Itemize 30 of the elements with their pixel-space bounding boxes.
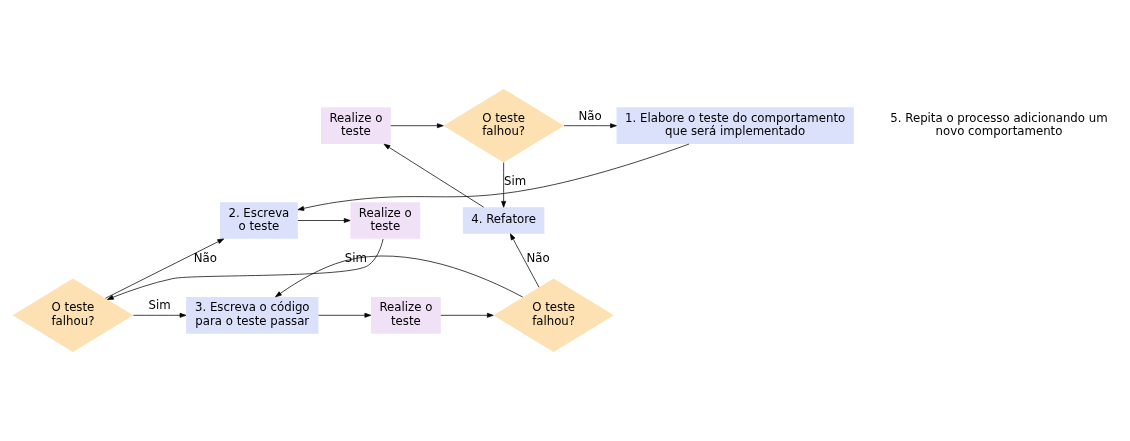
edge-label: Sim	[148, 298, 171, 313]
edge-label: Não	[526, 250, 550, 265]
node-box: 1. Elabore o teste do comportamento que será implementado	[616, 107, 854, 145]
arrow	[107, 238, 384, 300]
arrow	[563, 123, 617, 129]
arrow	[297, 143, 690, 211]
node-diamond: O teste falhou?	[493, 278, 614, 353]
arrow	[383, 143, 484, 208]
node-diamond: O teste falhou?	[443, 88, 564, 163]
arrow	[390, 123, 444, 129]
arrow	[275, 255, 524, 298]
arrow	[133, 312, 187, 318]
arrow	[501, 162, 507, 208]
arrow	[510, 233, 540, 288]
node-box: 3. Escreva o código para o teste passar	[186, 296, 319, 334]
arrow	[440, 312, 494, 318]
edge-label: Sim	[503, 174, 527, 189]
node-box: 4. Refatore	[462, 207, 545, 234]
arrow	[105, 238, 225, 299]
node-diamond: O teste falhou?	[12, 278, 134, 353]
node-box: 2. Escreva o teste	[219, 202, 298, 239]
node-box: Realize o teste	[321, 107, 391, 145]
node-box: Realize o teste	[370, 296, 441, 334]
node-box: Realize o teste	[350, 202, 421, 239]
arrow	[318, 312, 372, 318]
label: 5. Repita o processo adicionando um novo comportamento	[890, 110, 1108, 139]
edge-label: Sim	[344, 250, 367, 265]
edge-label: Não	[578, 108, 602, 123]
arrow	[297, 218, 351, 223]
edge-label: Não	[193, 250, 217, 265]
